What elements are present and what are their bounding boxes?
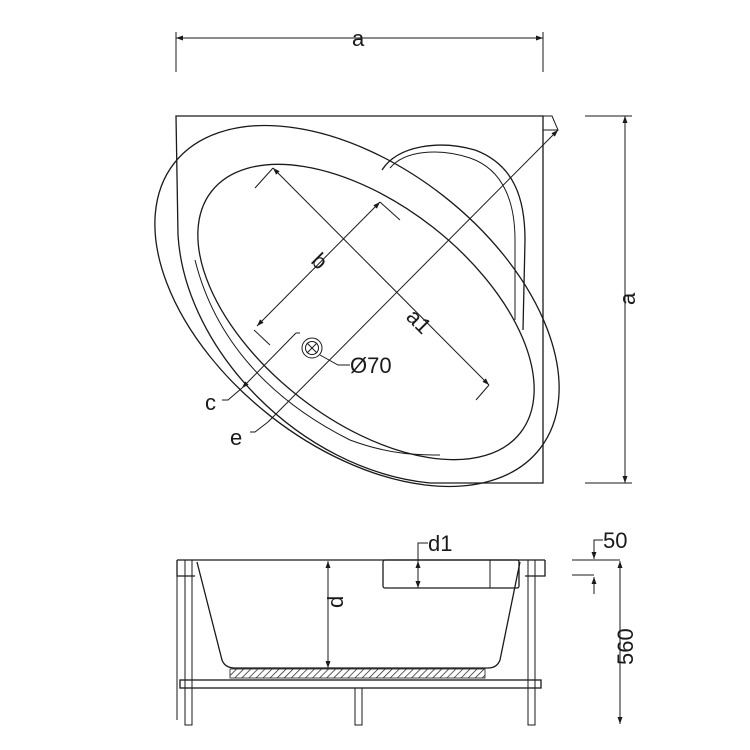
base-hatching <box>229 668 486 679</box>
label-c: c <box>205 390 216 415</box>
label-b: b <box>306 248 332 274</box>
label-50: 50 <box>603 528 627 553</box>
drain-icon <box>301 337 350 366</box>
top-view: a1 b c e Ø70 <box>154 115 560 488</box>
label-d1: d1 <box>428 531 452 556</box>
label-a-right: a <box>615 292 640 305</box>
outer-rim-ellipse <box>154 124 560 488</box>
bowl-outline <box>196 561 521 669</box>
label-d: d <box>323 596 348 608</box>
label-drain: Ø70 <box>350 353 392 378</box>
dimension-width-a: a <box>175 26 544 72</box>
seat-outline <box>381 144 526 331</box>
label-a-top: a <box>352 26 365 51</box>
side-view: d d1 50 560 <box>176 528 638 726</box>
dimension-depth-a: a <box>585 115 640 484</box>
label-560: 560 <box>613 628 638 665</box>
base-plate <box>179 679 542 689</box>
seat-step <box>382 559 520 589</box>
label-a1: a1 <box>401 304 436 339</box>
label-e: e <box>230 425 242 450</box>
support-legs <box>184 559 536 726</box>
corner-bath-outline <box>175 115 544 484</box>
